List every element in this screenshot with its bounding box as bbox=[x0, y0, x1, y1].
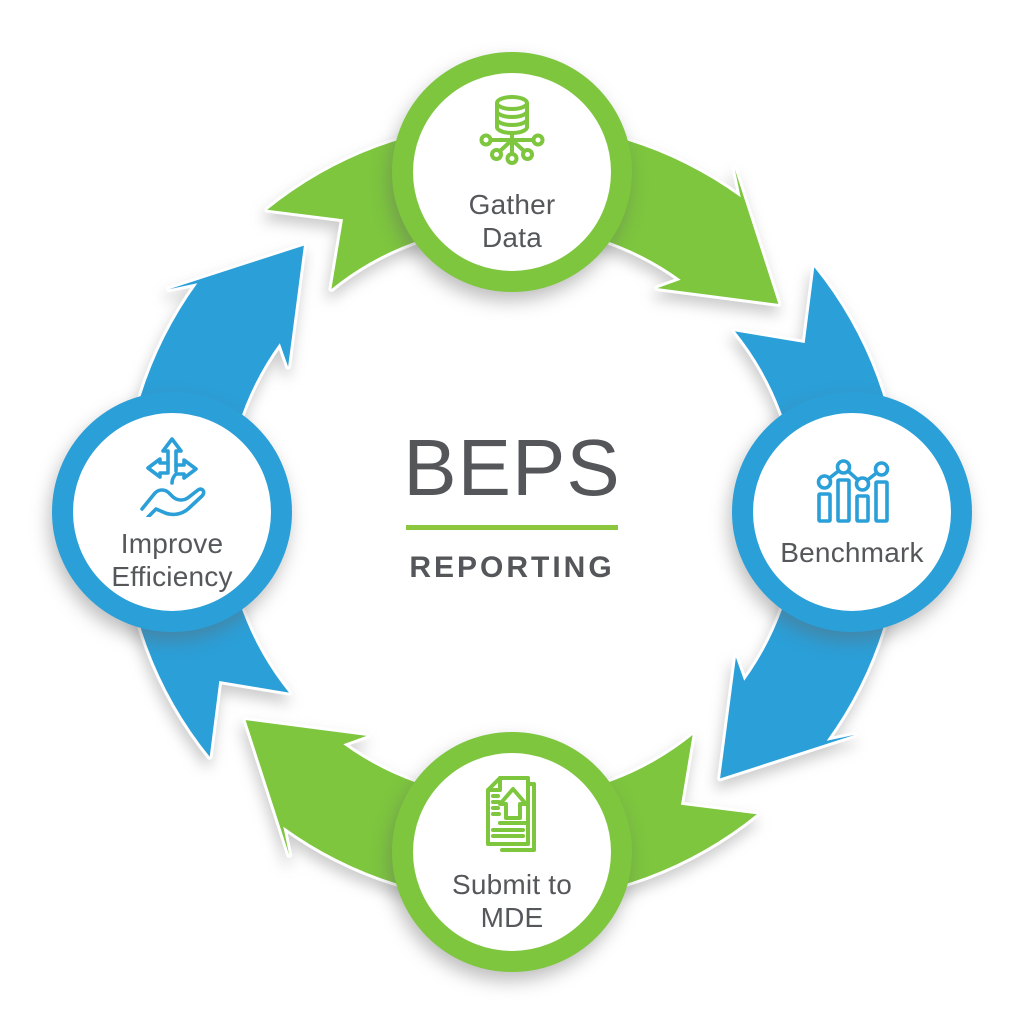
document-upload-icon bbox=[472, 770, 552, 858]
center-subtitle: REPORTING bbox=[409, 551, 615, 584]
database-network-icon bbox=[472, 90, 552, 178]
node-label: Improve Efficiency bbox=[111, 527, 233, 592]
node-label: Benchmark bbox=[780, 537, 924, 569]
node-submit-to-mde: Submit to MDE bbox=[392, 732, 632, 972]
node-label: Submit to MDE bbox=[451, 868, 573, 933]
node-benchmark: Benchmark bbox=[732, 392, 972, 632]
bar-chart-icon bbox=[811, 454, 893, 526]
center-divider bbox=[406, 525, 618, 530]
center-text-block: BEPS REPORTING bbox=[352, 428, 672, 585]
node-gather-data: Gather Data bbox=[392, 52, 632, 292]
hand-options-icon bbox=[130, 431, 214, 517]
center-title: BEPS bbox=[403, 423, 621, 512]
node-label: Gather Data bbox=[468, 188, 556, 253]
node-improve-efficiency: Improve Efficiency bbox=[52, 392, 292, 632]
